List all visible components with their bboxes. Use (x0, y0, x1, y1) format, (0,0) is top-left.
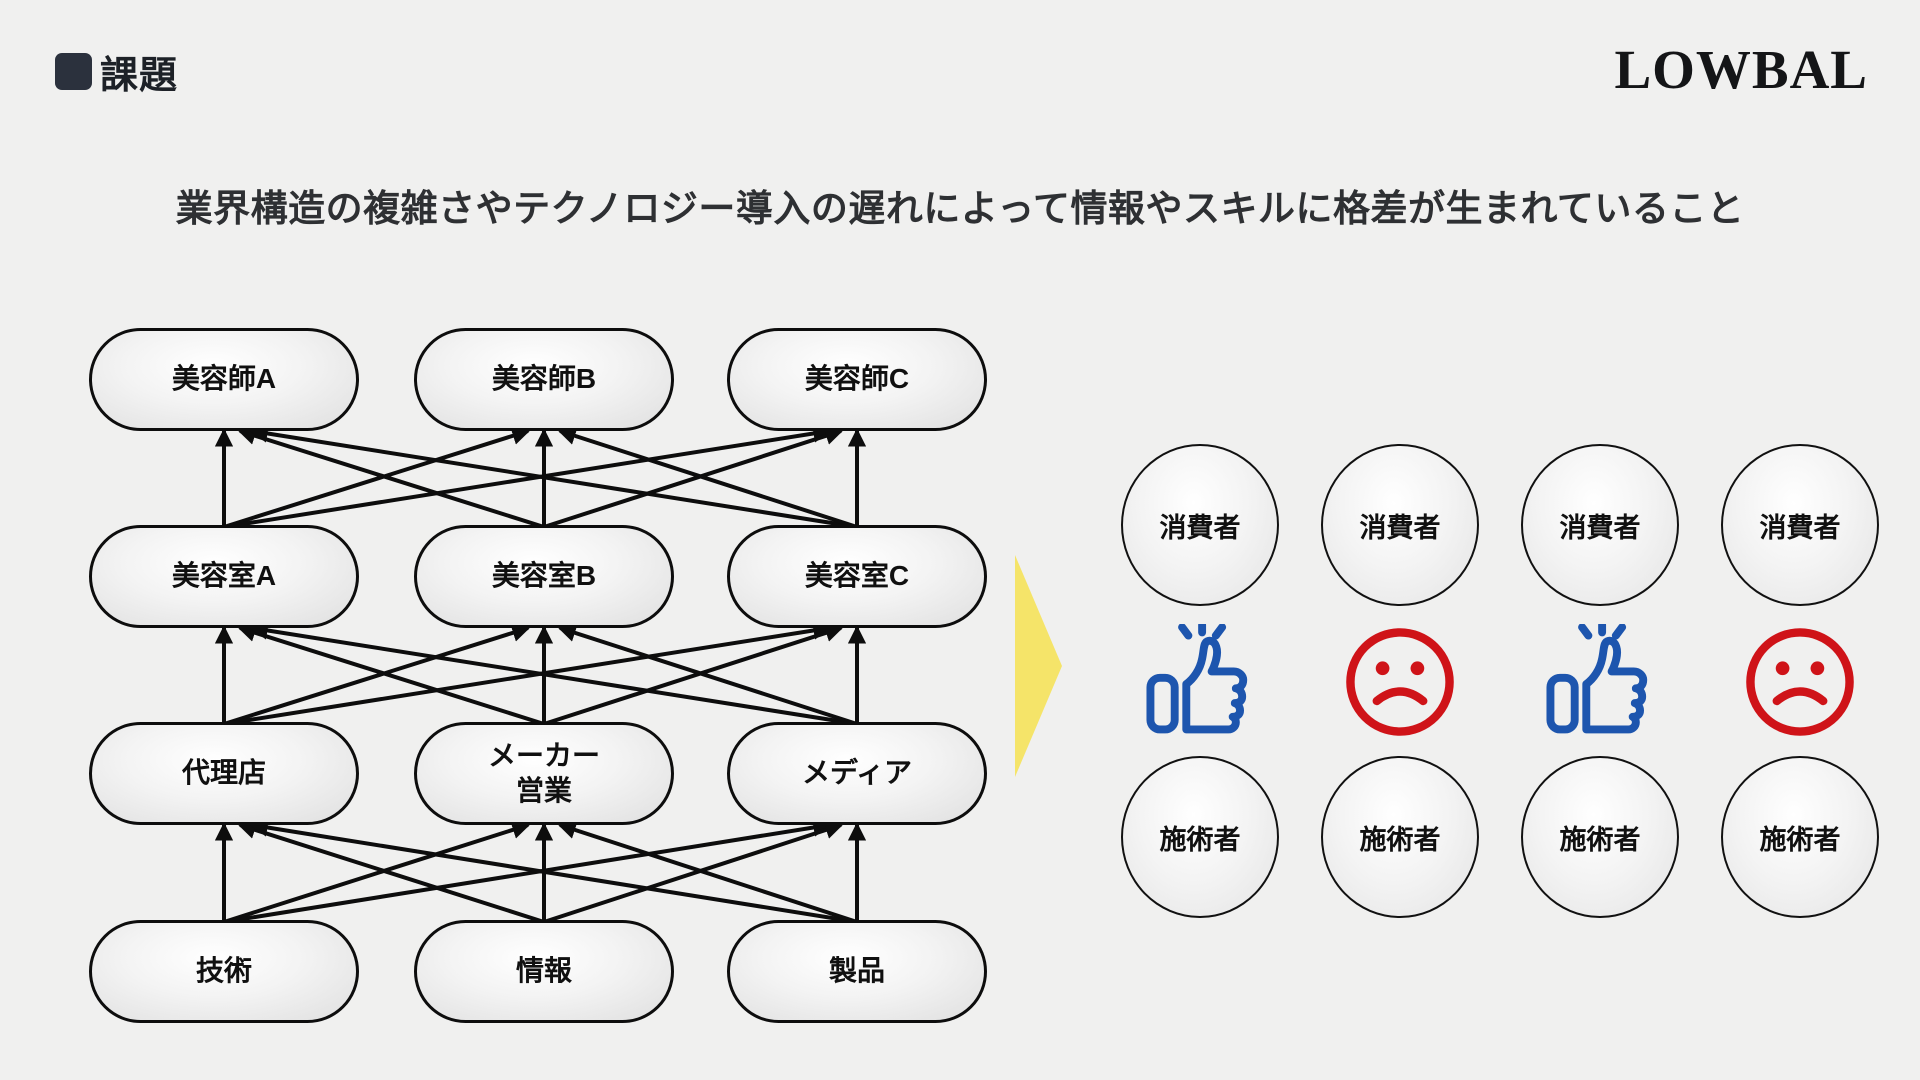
network-arrow (249, 818, 858, 924)
sad-face-icon (1746, 628, 1854, 736)
network-arrow (223, 424, 832, 529)
network-arrow (249, 424, 858, 529)
diagram-node: 代理店 (89, 722, 359, 825)
network-arrow (237, 623, 545, 726)
section-marker (55, 53, 92, 90)
section-header: 課題 (55, 44, 178, 99)
thumbs-up-icon-slot (1542, 624, 1658, 740)
diagram-node: 美容師B (414, 328, 674, 431)
practitioner-circle: 施術者 (1721, 756, 1879, 918)
practitioner-circle: 施術者 (1321, 756, 1479, 918)
network-arrow (237, 820, 545, 924)
network-arrow (557, 821, 858, 924)
diagram-node: 美容室B (414, 525, 674, 628)
network-arrow (223, 820, 531, 924)
network-arrow (223, 426, 531, 529)
sad-face-icon (1346, 628, 1454, 736)
consumer-circle: 消費者 (1121, 444, 1279, 606)
consumer-circle: 消費者 (1321, 444, 1479, 606)
network-arrow (543, 427, 844, 529)
consumer-circle: 消費者 (1721, 444, 1879, 606)
diagram-node: 技術 (89, 920, 359, 1023)
thumbs-up-icon (1546, 624, 1648, 734)
diagram-node: 美容師C (727, 328, 987, 431)
practitioner-circle: 施術者 (1521, 756, 1679, 918)
sad-face-icon-slot (1342, 624, 1458, 740)
diagram-node: メディア (727, 722, 987, 825)
slide-title: 業界構造の複雑さやテクノロジー導入の遅れによって情報やスキルに格差が生まれている… (175, 188, 1745, 229)
diagram-node: 情報 (414, 920, 674, 1023)
diagram-node: 美容室A (89, 525, 359, 628)
practitioner-circle: 施術者 (1121, 756, 1279, 918)
diagram-node: 製品 (727, 920, 987, 1023)
sad-face-icon-slot (1742, 624, 1858, 740)
thumbs-up-icon-slot (1142, 624, 1258, 740)
network-arrow (223, 818, 832, 924)
network-arrow (543, 624, 844, 726)
network-arrow (223, 621, 832, 726)
network-arrow (557, 427, 858, 529)
diagram-node: 美容室C (727, 525, 987, 628)
network-arrow (237, 426, 545, 529)
network-arrow (249, 621, 858, 726)
section-label: 課題 (100, 55, 179, 97)
diagram-node: メーカー 営業 (414, 722, 674, 825)
transition-arrow-icon (1015, 555, 1062, 777)
thumbs-up-icon (1146, 624, 1248, 734)
network-arrow (223, 623, 531, 726)
network-arrow (557, 624, 858, 726)
logo: LOWBAL (1614, 39, 1868, 100)
consumer-circle: 消費者 (1521, 444, 1679, 606)
network-arrow (543, 821, 844, 924)
diagram-node: 美容師A (89, 328, 359, 431)
